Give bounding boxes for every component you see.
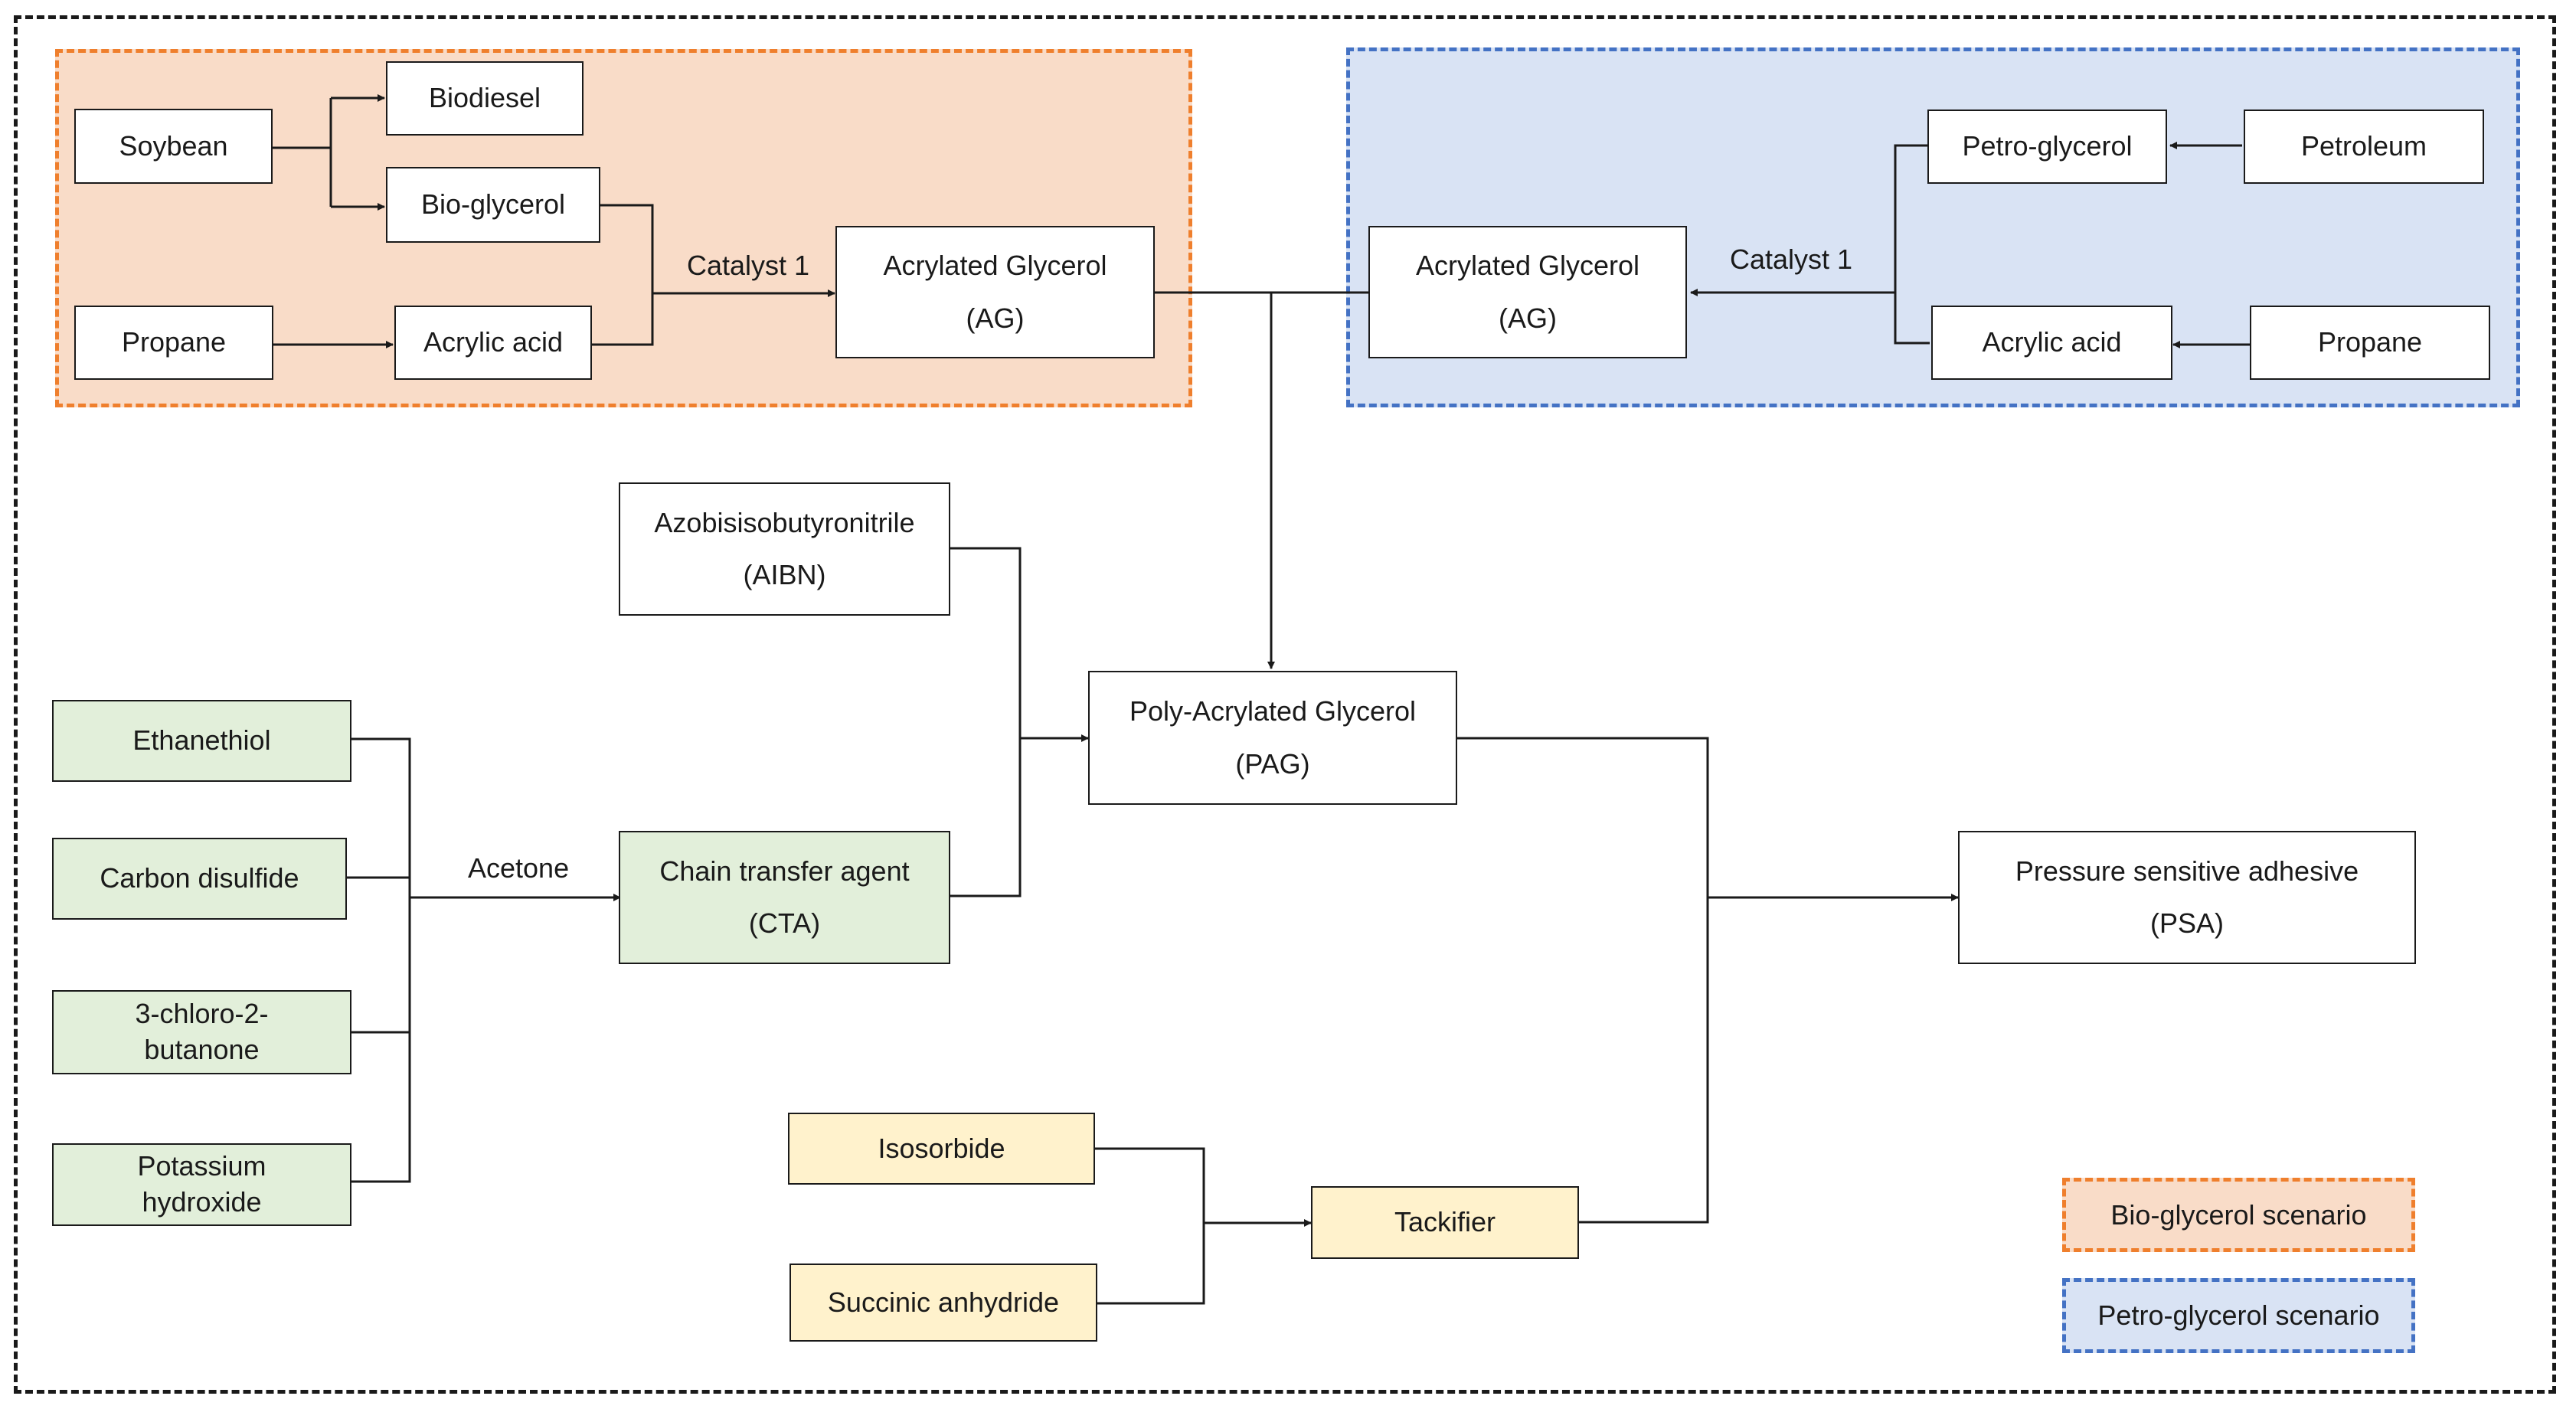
propane-right-node: Propane — [2250, 306, 2490, 380]
acrylic-acid-right-label: Acrylic acid — [1982, 326, 2122, 358]
cta-node: Chain transfer agent (CTA) — [619, 831, 950, 964]
tackifier-label: Tackifier — [1394, 1206, 1496, 1238]
tackifier-node: Tackifier — [1311, 1186, 1579, 1259]
carbon-disulfide-label: Carbon disulfide — [100, 862, 299, 894]
chlorobutanone-node: 3-chloro-2- butanone — [52, 990, 351, 1074]
isosorbide-node: Isosorbide — [788, 1113, 1095, 1185]
succinic-anhydride-label: Succinic anhydride — [827, 1286, 1060, 1318]
legend-bio-label: Bio-glycerol scenario — [2110, 1198, 2367, 1231]
aibn-title: Azobisisobutyronitrile — [654, 506, 915, 538]
chlorobutanone-line1: 3-chloro-2- — [135, 998, 269, 1030]
bio-glycerol-node: Bio-glycerol — [386, 167, 600, 243]
ethanethiol-label: Ethanethiol — [132, 724, 271, 757]
bio-glycerol-label: Bio-glycerol — [420, 188, 566, 221]
carbon-disulfide-node: Carbon disulfide — [52, 838, 347, 920]
petroleum-node: Petroleum — [2244, 110, 2484, 184]
ethanethiol-node: Ethanethiol — [52, 700, 351, 782]
acrylated-glycerol-right-abbr: (AG) — [1499, 302, 1557, 334]
cta-title: Chain transfer agent — [659, 855, 910, 887]
propane-left-label: Propane — [121, 326, 227, 358]
acrylic-acid-left-label: Acrylic acid — [423, 326, 564, 358]
pag-abbr: (PAG) — [1235, 747, 1310, 780]
petroleum-label: Petroleum — [2300, 130, 2427, 162]
catalyst-left-label: Catalyst 1 — [687, 250, 810, 281]
acrylated-glycerol-right-title: Acrylated Glycerol — [1415, 250, 1640, 282]
acetone-label: Acetone — [468, 852, 570, 884]
psa-title: Pressure sensitive adhesive — [2015, 855, 2359, 887]
pag-node: Poly-Acrylated Glycerol (PAG) — [1088, 671, 1457, 805]
succinic-anhydride-node: Succinic anhydride — [789, 1264, 1097, 1342]
legend-petro-glycerol: Petro-glycerol scenario — [2062, 1278, 2415, 1353]
biodiesel-node: Biodiesel — [386, 61, 584, 136]
acrylated-glycerol-right-node: Acrylated Glycerol (AG) — [1368, 226, 1687, 358]
potassium-hydroxide-line1: Potassium — [137, 1150, 266, 1182]
aibn-abbr: (AIBN) — [743, 559, 826, 590]
potassium-hydroxide-line2: hydroxide — [142, 1186, 262, 1218]
acrylated-glycerol-left-node: Acrylated Glycerol (AG) — [835, 226, 1155, 358]
pag-title: Poly-Acrylated Glycerol — [1129, 695, 1417, 727]
biodiesel-label: Biodiesel — [428, 82, 541, 114]
potassium-hydroxide-node: Potassium hydroxide — [52, 1143, 351, 1226]
petro-glycerol-node: Petro-glycerol — [1927, 110, 2167, 184]
acrylated-glycerol-left-abbr: (AG) — [966, 302, 1025, 334]
propane-left-node: Propane — [74, 306, 273, 380]
soybean-label: Soybean — [119, 129, 228, 162]
legend-bio-glycerol: Bio-glycerol scenario — [2062, 1178, 2415, 1252]
acrylic-acid-left-node: Acrylic acid — [394, 306, 592, 380]
acrylated-glycerol-left-title: Acrylated Glycerol — [883, 250, 1107, 282]
psa-abbr: (PSA) — [2149, 907, 2224, 939]
isosorbide-label: Isosorbide — [878, 1132, 1005, 1164]
soybean-node: Soybean — [74, 109, 273, 184]
propane-right-label: Propane — [2317, 326, 2423, 358]
catalyst-right-label: Catalyst 1 — [1730, 244, 1853, 275]
acrylic-acid-right-node: Acrylic acid — [1931, 306, 2172, 380]
diagram-frame — [14, 15, 2556, 1394]
aibn-node: Azobisisobutyronitrile (AIBN) — [619, 482, 950, 616]
psa-node: Pressure sensitive adhesive (PSA) — [1958, 831, 2416, 964]
legend-petro-label: Petro-glycerol scenario — [2097, 1299, 2380, 1331]
petro-glycerol-label: Petro-glycerol — [1962, 130, 2133, 162]
cta-abbr: (CTA) — [748, 907, 821, 939]
chlorobutanone-line2: butanone — [144, 1034, 260, 1065]
